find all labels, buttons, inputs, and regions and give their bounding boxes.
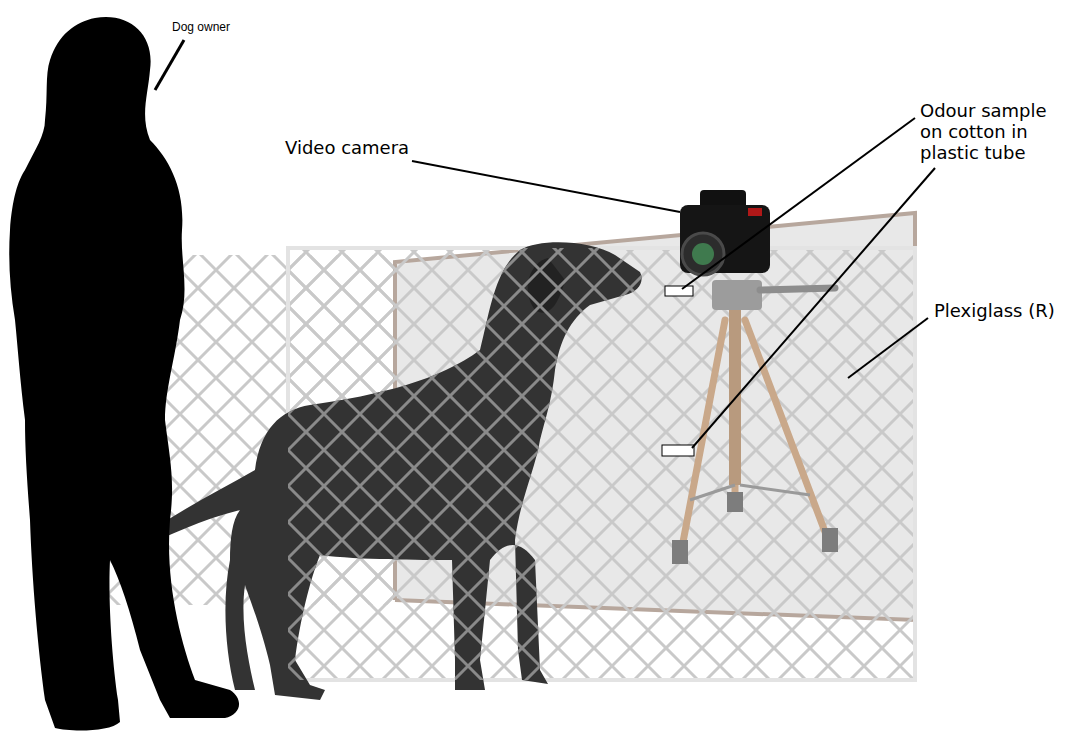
leader-line <box>412 161 680 212</box>
tripod-leg <box>680 320 725 558</box>
leader-line <box>682 118 915 289</box>
tripod <box>672 280 838 564</box>
pan-handle <box>760 288 835 290</box>
video-camera <box>680 190 770 275</box>
tripod-leg <box>745 320 830 545</box>
spreader <box>740 485 810 495</box>
fence-over-dog <box>288 248 915 680</box>
camera-lens <box>682 233 724 275</box>
tripod-foot <box>727 492 743 512</box>
owner-silhouette <box>9 17 239 730</box>
leader-line <box>692 168 935 448</box>
tripod-head <box>712 280 762 310</box>
fence-frame <box>288 248 915 680</box>
camera-badge <box>748 208 762 216</box>
front-fence <box>288 248 915 680</box>
lens-glass <box>692 243 714 265</box>
callout-label: Dog owner <box>172 20 230 34</box>
callout-label: Odour sample on cotton in plastic tube <box>920 100 1060 163</box>
tripod-foot <box>822 528 838 552</box>
callout-label: Plexiglass (R) <box>934 300 1055 321</box>
leader-line <box>155 40 184 90</box>
leader-line <box>848 318 928 378</box>
odour-tube <box>665 286 693 296</box>
odour-tube <box>662 445 694 456</box>
tripod-foot <box>672 540 688 564</box>
callout-label: Video camera <box>285 137 409 158</box>
